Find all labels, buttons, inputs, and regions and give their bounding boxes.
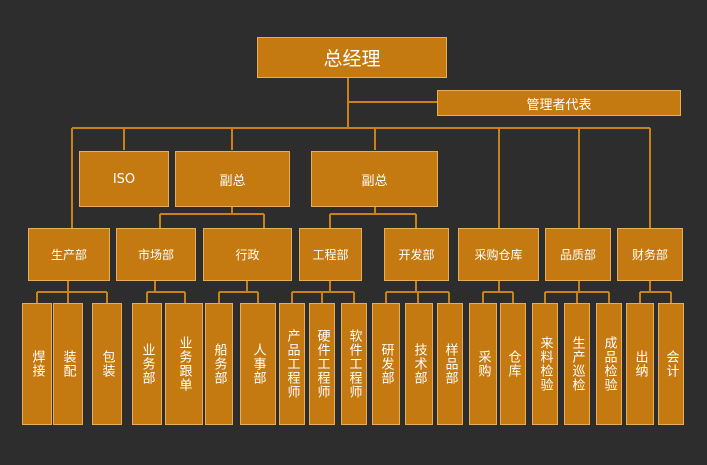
unit-accounting: 会计 (658, 303, 684, 425)
unit-welding: 焊接 (22, 303, 52, 425)
unit-warehouse: 仓库 (500, 303, 526, 425)
department-marketing: 市场部 (116, 228, 196, 281)
department-quality: 品质部 (545, 228, 611, 281)
unit-cashier: 出纳 (626, 303, 654, 425)
department-production: 生产部 (28, 228, 110, 281)
department-development: 开发部 (384, 228, 449, 281)
unit-packaging: 包装 (92, 303, 122, 425)
unit-merchandising: 业务跟单 (165, 303, 203, 425)
department-admin: 行政 (203, 228, 292, 281)
department-purchasing-warehouse: 采购仓库 (458, 228, 539, 281)
ceo-box: 总经理 (257, 37, 447, 78)
unit-final-inspection: 成品检验 (596, 303, 622, 425)
management-representative-box: 管理者代表 (437, 90, 681, 116)
unit-sample: 样品部 (437, 303, 463, 425)
unit-procurement: 采购 (469, 303, 497, 425)
unit-rnd: 研发部 (372, 303, 400, 425)
unit-shipping: 船务部 (205, 303, 233, 425)
unit-technical: 技术部 (405, 303, 433, 425)
unit-assembly: 装配 (53, 303, 83, 425)
department-engineering: 工程部 (299, 228, 362, 281)
iso-box: ISO (79, 151, 169, 207)
unit-hardware-engineer: 硬件工程师 (309, 303, 335, 425)
department-finance: 财务部 (617, 228, 683, 281)
unit-hr: 人事部 (240, 303, 276, 425)
unit-production-patrol-inspection: 生产巡检 (564, 303, 590, 425)
unit-incoming-inspection: 来料检验 (532, 303, 558, 425)
vice-president-1-box: 副总 (175, 151, 290, 207)
unit-software-engineer: 软件工程师 (341, 303, 367, 425)
unit-product-engineer: 产品工程师 (279, 303, 305, 425)
vice-president-2-box: 副总 (311, 151, 438, 207)
unit-sales: 业务部 (132, 303, 162, 425)
